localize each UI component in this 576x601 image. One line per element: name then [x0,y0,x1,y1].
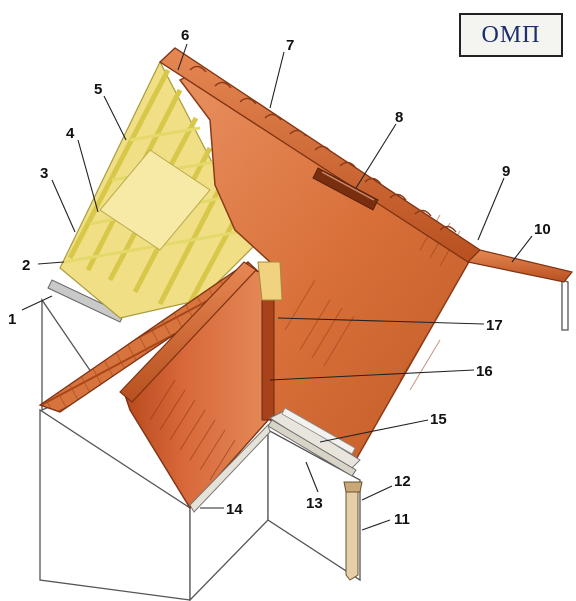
callout-1: 1 [8,311,16,328]
callout-labels: 1 2 3 4 5 6 7 8 9 10 11 12 13 14 15 16 1… [8,27,551,528]
eave-strip-front [189,424,271,513]
right-gable-roof [466,249,574,283]
omp-badge: ОМП [459,13,563,57]
callout-3: 3 [40,165,48,182]
leader-lines [21,43,533,531]
downpipe [343,481,363,581]
roof-vent [312,167,379,211]
ridge-tiles [189,65,457,233]
callout-16: 16 [476,363,493,380]
callout-15: 15 [430,411,447,428]
callout-5: 5 [94,81,102,98]
gutter-right [267,419,357,477]
front-shading-lines [149,379,236,481]
callout-8: 8 [395,109,403,126]
callout-9: 9 [502,163,510,180]
callout-4: 4 [66,125,75,142]
callout-2: 2 [22,257,30,274]
eave-strip-15 [281,407,356,455]
callout-17: 17 [486,317,503,334]
front-gable-ridge [119,261,257,403]
valley-flashing [257,261,283,301]
callout-10: 10 [534,221,551,238]
callout-7: 7 [286,37,294,54]
omp-badge-text: ОМП [481,21,541,48]
roof-frame [59,60,256,319]
callout-14: 14 [226,501,243,518]
callout-12: 12 [394,473,411,490]
callout-6: 6 [181,27,189,44]
callout-13: 13 [306,495,323,512]
callout-11: 11 [394,511,410,528]
